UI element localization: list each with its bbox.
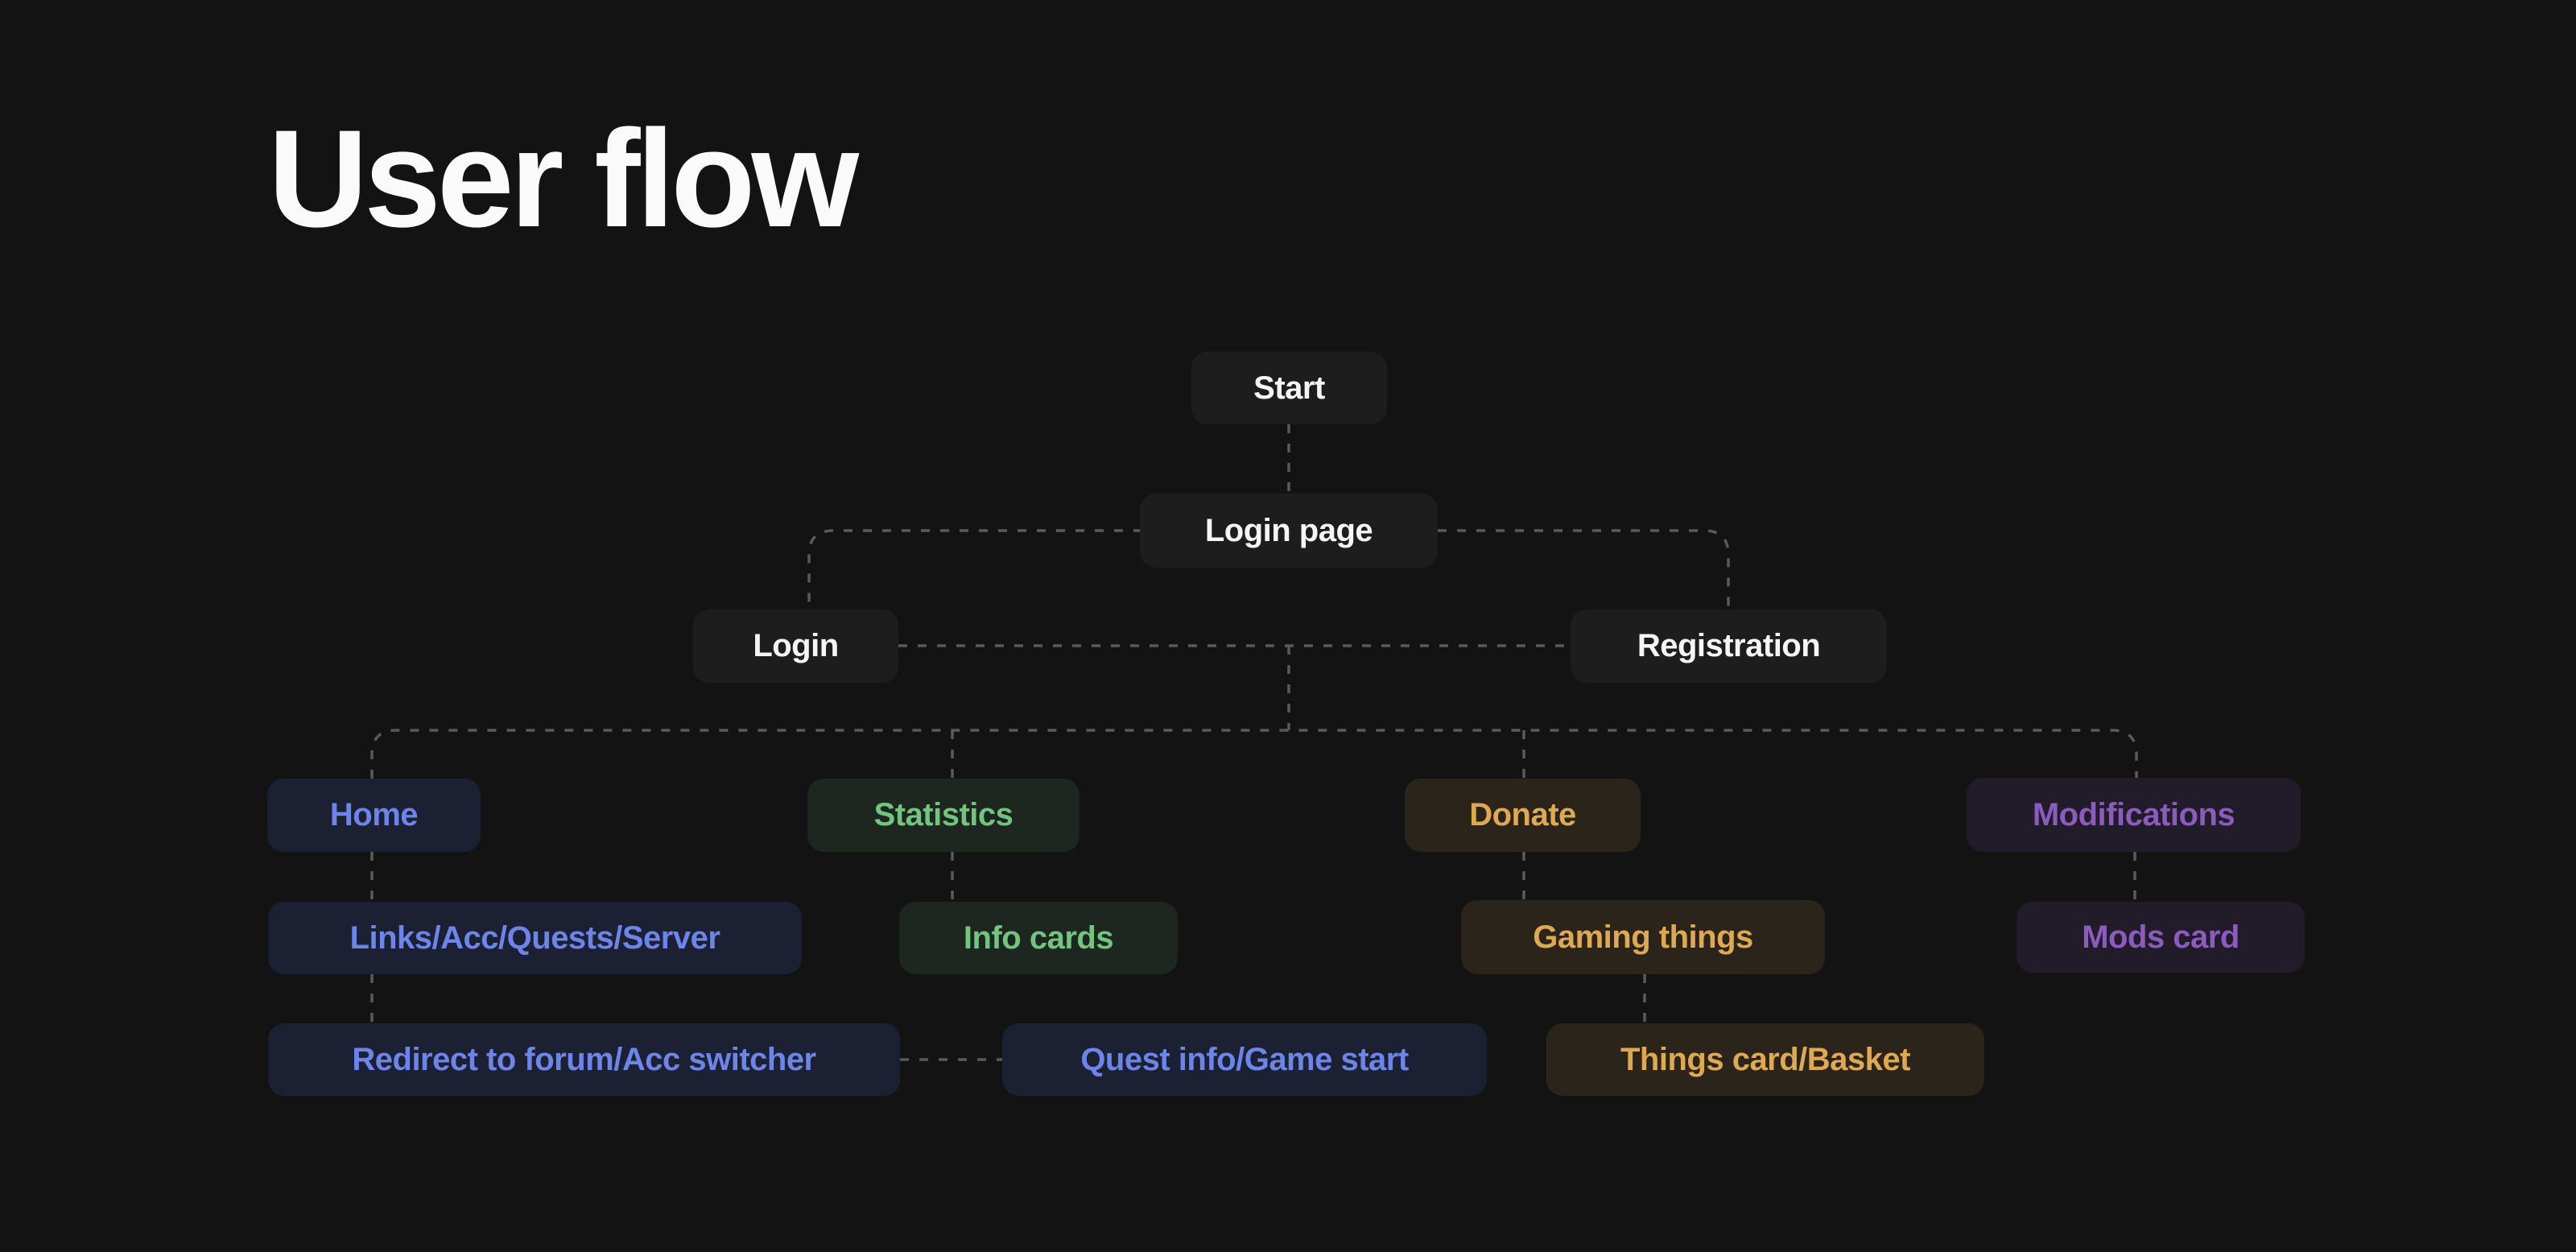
flow-node-mods-card: Mods card bbox=[2017, 902, 2305, 973]
flow-node-quest-info-game-start: Quest info/Game start bbox=[1002, 1023, 1487, 1096]
flow-node-statistics: Statistics bbox=[807, 779, 1080, 852]
flow-node-redirect-to-forum-acc-switcher: Redirect to forum/Acc switcher bbox=[268, 1023, 900, 1096]
page-title: User flow bbox=[268, 101, 859, 256]
connector-loginpage-login bbox=[807, 529, 1142, 609]
flow-node-links-acc-quests-server: Links/Acc/Quests/Server bbox=[268, 902, 802, 974]
flow-node-info-cards: Info cards bbox=[899, 902, 1178, 974]
flow-node-start: Start bbox=[1191, 352, 1387, 424]
flow-node-login-page: Login page bbox=[1140, 494, 1438, 568]
flow-node-modifications: Modifications bbox=[1967, 778, 2301, 852]
flow-node-gaming-things: Gaming things bbox=[1461, 900, 1825, 974]
flow-node-donate: Donate bbox=[1405, 779, 1641, 852]
flow-node-registration: Registration bbox=[1571, 609, 1887, 683]
flow-node-login: Login bbox=[693, 609, 898, 683]
flow-node-things-card-basket: Things card/Basket bbox=[1546, 1023, 1984, 1096]
flow-node-home: Home bbox=[267, 779, 481, 852]
connector-main-bus bbox=[370, 729, 2138, 779]
connector-loginpage-registration bbox=[1438, 529, 1730, 609]
